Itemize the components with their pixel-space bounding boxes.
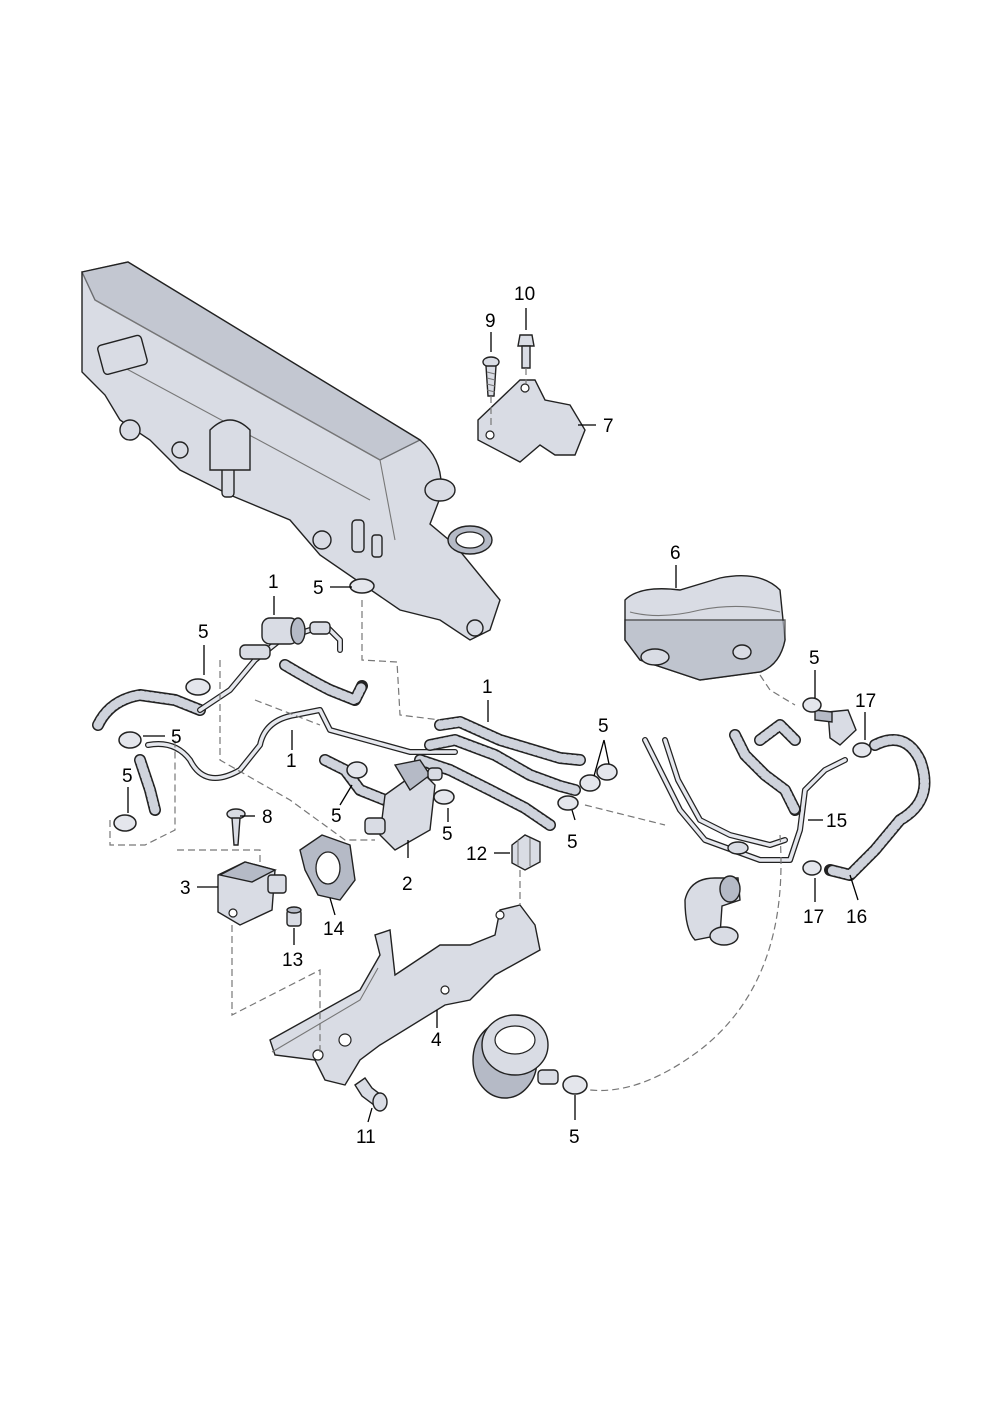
valve-2 <box>364 759 443 851</box>
label-5-center: 5 <box>442 824 453 845</box>
callout-labels: 1 1 1 2 3 4 5 5 5 5 5 5 5 5 5 5 6 7 8 9 … <box>122 284 876 1148</box>
label-5-manifold: 5 <box>313 578 324 599</box>
label-13: 13 <box>282 950 303 971</box>
hose-network-center <box>414 716 586 831</box>
label-8: 8 <box>262 807 273 828</box>
bolt-9 <box>482 356 500 397</box>
label-5-left: 5 <box>171 727 182 748</box>
hose-network-left <box>92 622 458 816</box>
label-17-top: 17 <box>855 691 876 712</box>
label-4: 4 <box>431 1030 442 1051</box>
cap-13 <box>286 906 302 927</box>
valve-1-top <box>239 617 331 660</box>
label-15: 15 <box>826 811 847 832</box>
label-3: 3 <box>180 878 191 899</box>
charcoal-canister-6 <box>624 575 786 681</box>
label-5-upper-left: 5 <box>198 622 209 643</box>
label-6: 6 <box>670 543 681 564</box>
leader-lines <box>127 308 866 1123</box>
round-valve <box>472 1014 559 1099</box>
label-1-lower: 1 <box>286 751 297 772</box>
label-5-center-right: 5 <box>567 832 578 853</box>
bracket-4 <box>269 904 541 1086</box>
label-14: 14 <box>323 919 345 940</box>
clip-12 <box>511 834 541 871</box>
elbow-hose <box>684 875 741 946</box>
label-17-bottom: 17 <box>803 907 824 928</box>
intake-manifold <box>80 261 501 641</box>
bolt-10 <box>517 334 535 369</box>
sensor-17 <box>814 709 857 746</box>
label-2: 2 <box>402 874 413 895</box>
label-5-center-left: 5 <box>331 806 342 827</box>
label-5-far-left: 5 <box>122 766 133 787</box>
label-5-bottom: 5 <box>569 1127 580 1148</box>
label-12: 12 <box>466 844 487 865</box>
label-7: 7 <box>603 416 614 437</box>
label-11: 11 <box>356 1127 376 1148</box>
screw-8 <box>226 808 246 846</box>
label-5-right: 5 <box>809 648 820 669</box>
hose-16 <box>824 734 931 881</box>
bolt-11 <box>354 1077 388 1112</box>
label-1-center: 1 <box>482 677 493 698</box>
label-16: 16 <box>846 907 867 928</box>
bracket-7 <box>477 379 586 463</box>
rubber-mount-14 <box>299 834 356 901</box>
label-1-top: 1 <box>268 572 279 593</box>
label-5-pair: 5 <box>598 716 609 737</box>
assembly-lines <box>109 600 796 1092</box>
label-9: 9 <box>485 311 496 332</box>
hose-clamps <box>113 578 872 1095</box>
pipe-15 <box>642 719 848 863</box>
valve-3 <box>217 861 287 926</box>
label-10: 10 <box>514 284 535 305</box>
